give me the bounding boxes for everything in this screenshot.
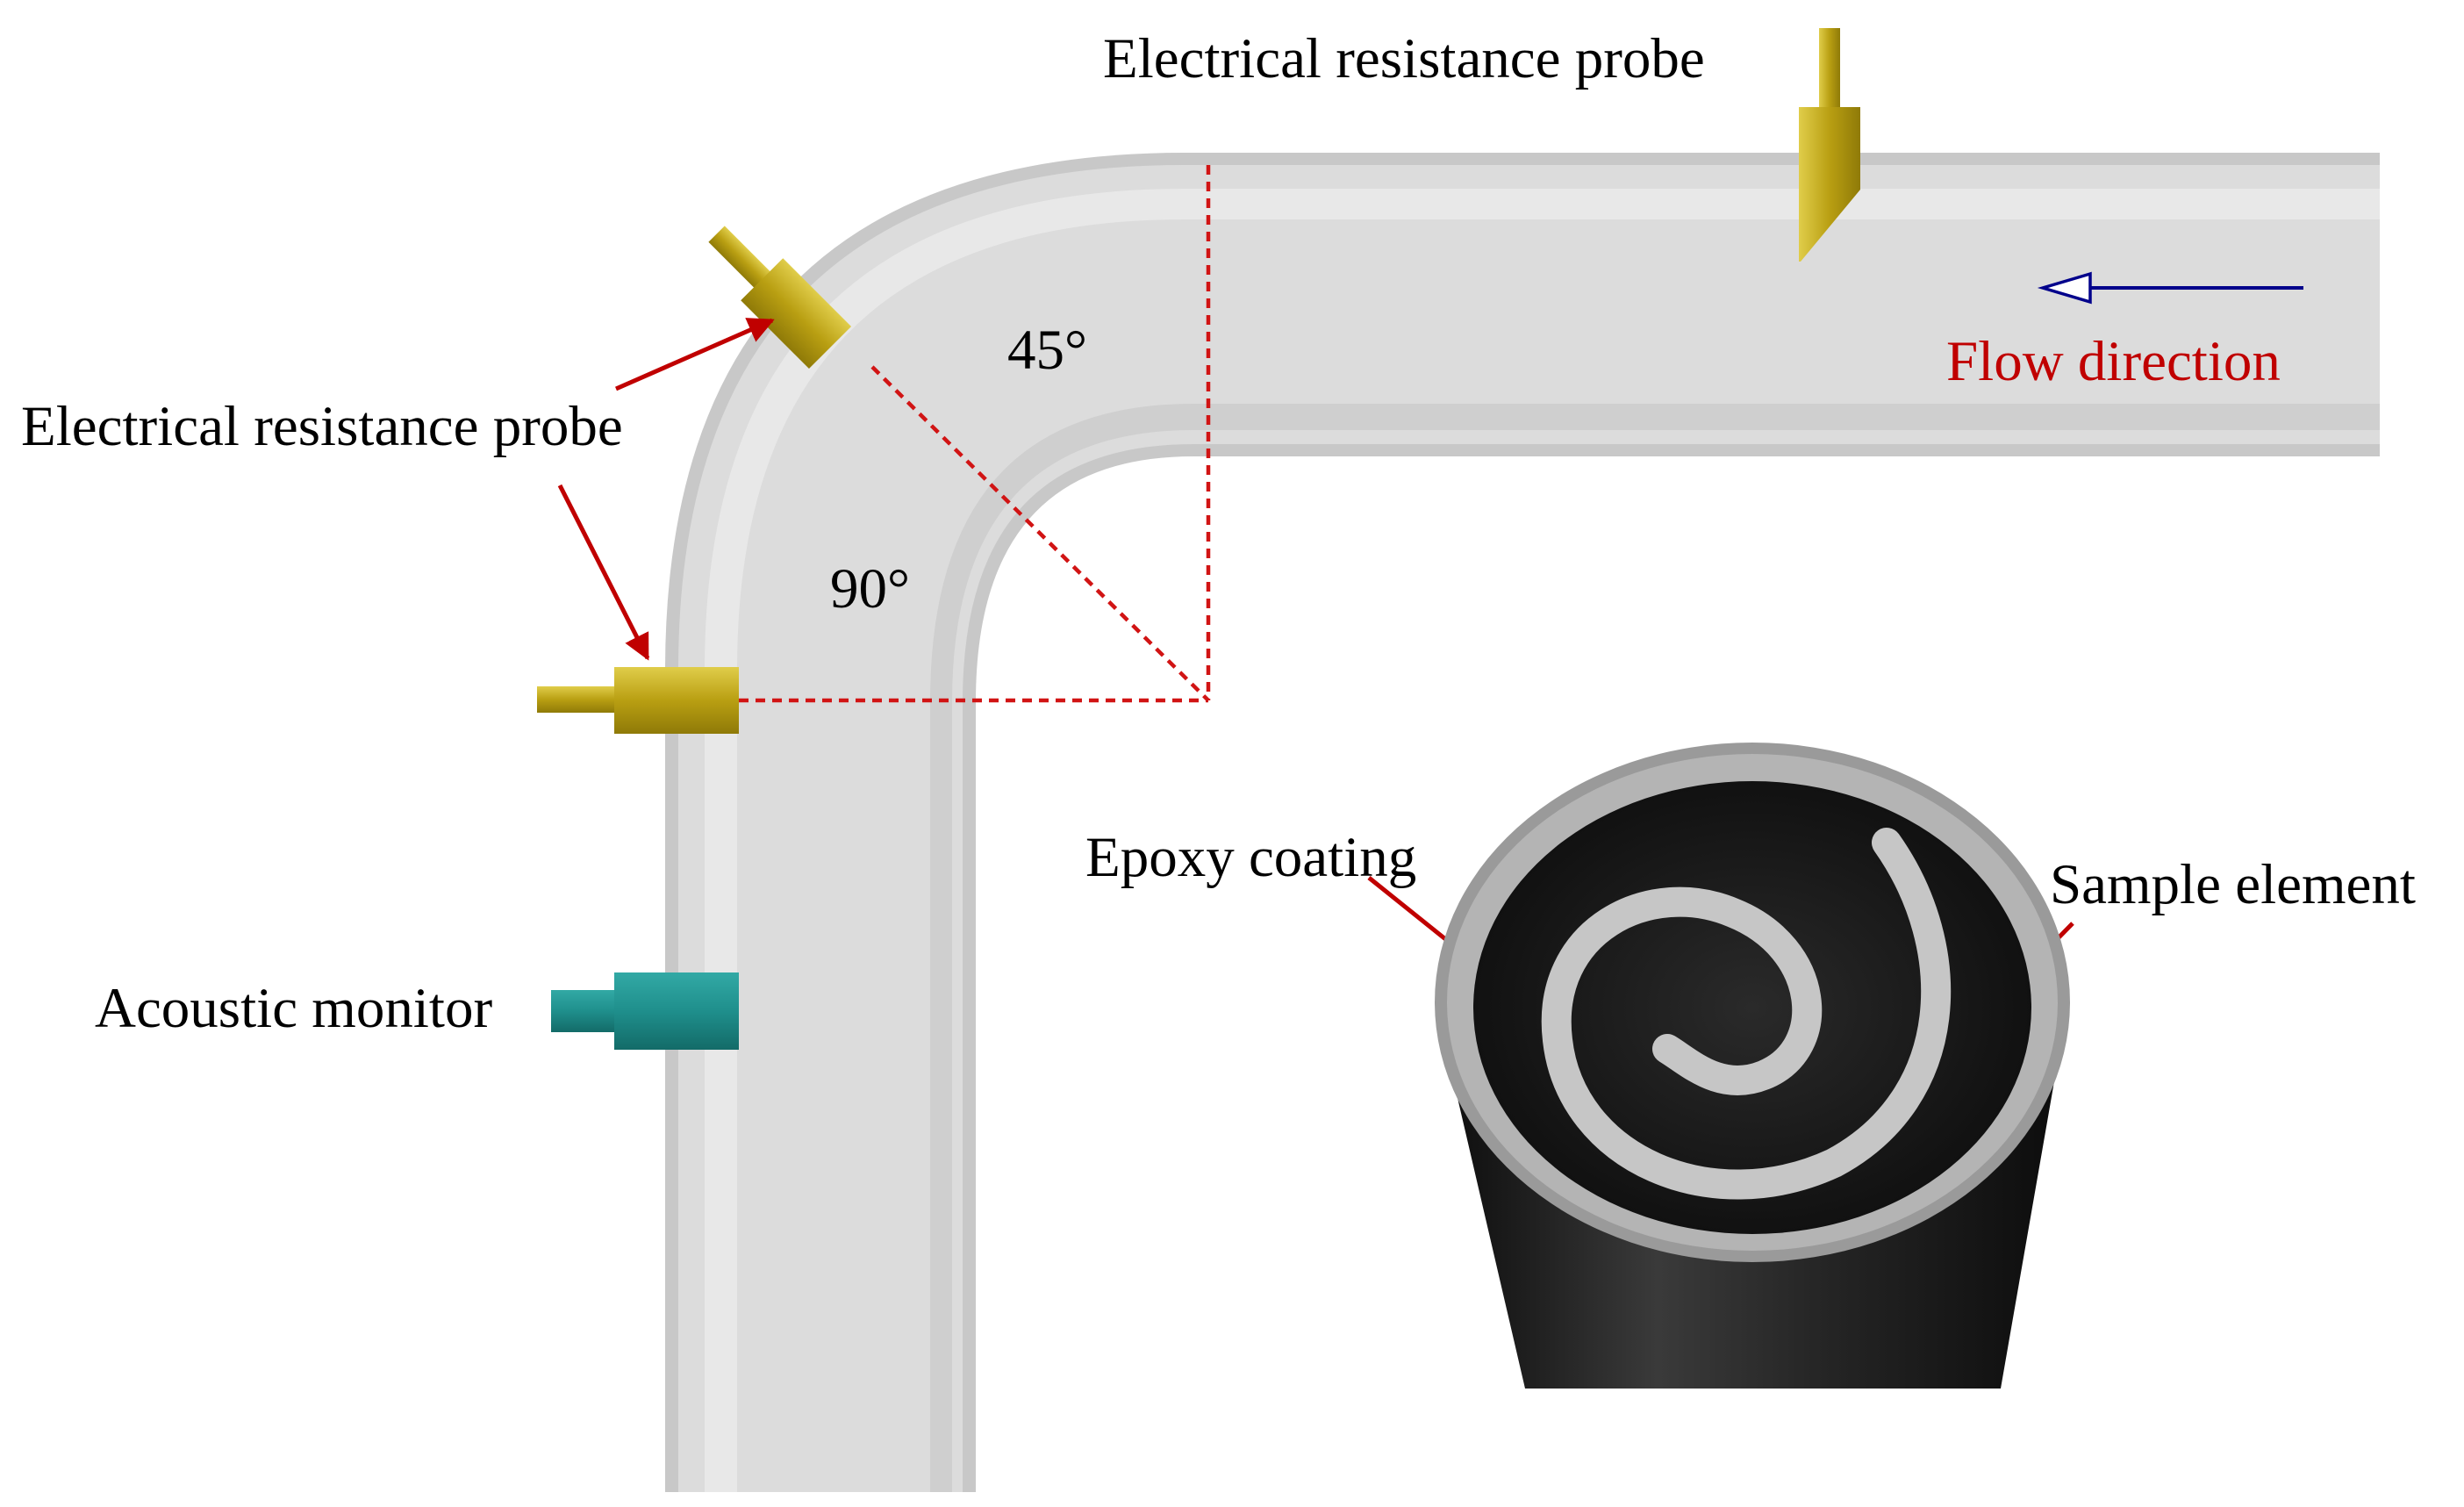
sample-spiral-element	[1541, 828, 1952, 1200]
hollow-arrowhead-icon	[2037, 271, 2092, 305]
flow-direction-label: Flow direction	[1946, 330, 2281, 393]
top-probe-label: Electrical resistance probe	[1103, 27, 1705, 90]
angle-90-label: 90°	[830, 557, 910, 621]
probe-body	[1799, 107, 1860, 262]
left-probe-label: Electrical resistance probe	[21, 395, 623, 458]
acoustic-monitor-icon	[551, 990, 620, 1032]
bend-geometry-lines	[739, 165, 1211, 703]
top-probe	[1799, 28, 1860, 262]
probe-icon	[708, 226, 773, 291]
probe-icon	[537, 686, 620, 713]
arrow-to-bend-probe	[614, 318, 775, 391]
side-probe	[537, 667, 739, 734]
probe-icon	[1819, 28, 1840, 111]
dashed-diagonal-line	[870, 365, 1210, 702]
angle-45-label: 45°	[1007, 319, 1087, 382]
probe-body	[741, 258, 852, 370]
probe-body	[614, 667, 739, 734]
spiral-sample-icon	[1435, 743, 2070, 1389]
acoustic-monitor-body	[614, 972, 739, 1050]
epoxy-coating-label: Epoxy coating	[1085, 826, 1416, 889]
bend-probe	[708, 226, 852, 370]
acoustic-monitor	[551, 972, 739, 1050]
acoustic-monitor-label: Acoustic monitor	[95, 977, 492, 1040]
arrow-to-side-probe	[557, 484, 650, 661]
sample-element-label: Sample element	[2050, 853, 2416, 916]
flow-direction-arrow	[2037, 271, 2303, 305]
